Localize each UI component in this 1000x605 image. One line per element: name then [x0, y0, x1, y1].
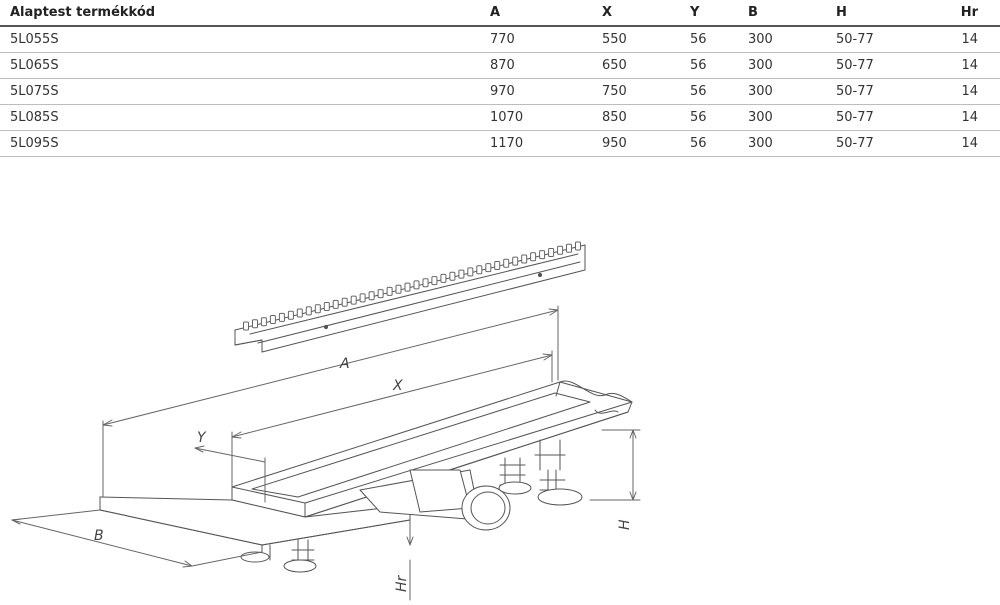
cell-x: 550: [592, 26, 680, 53]
grate-slot: [359, 293, 366, 303]
cell-a: 870: [480, 52, 592, 79]
grate-slot: [332, 299, 339, 309]
cell-a: 970: [480, 78, 592, 105]
table-row: 5L085S 1070 850 56 300 50-77 14: [0, 104, 1000, 131]
cell-h: 50-77: [826, 26, 938, 53]
cell-h: 50-77: [826, 130, 938, 157]
table-row: 5L075S 970 750 56 300 50-77 14: [0, 78, 1000, 105]
cell-y: 56: [680, 78, 738, 105]
grate-slot: [539, 250, 546, 260]
cell-y: 56: [680, 52, 738, 79]
grate-slot: [431, 276, 438, 286]
grate-slot: [422, 278, 429, 288]
grate-slot: [467, 267, 474, 277]
grate-slot: [404, 282, 411, 292]
cell-hr: 14: [938, 52, 1000, 79]
grate-slot: [377, 289, 384, 299]
cell-b: 300: [738, 78, 826, 105]
cell-y: 56: [680, 104, 738, 131]
spec-table: Alaptest termékkód A X Y B H Hr 5L055S 7…: [0, 0, 1000, 157]
grate-slot: [557, 245, 564, 255]
support-legs: [240, 439, 583, 573]
dimension-label-y: Y: [197, 430, 207, 446]
header-hr: Hr: [938, 0, 1000, 27]
header-product-code: Alaptest termékkód: [0, 0, 480, 27]
cell-x: 750: [592, 78, 680, 105]
grate-slot: [485, 263, 492, 273]
drain-channel: [231, 381, 633, 518]
grate-slot: [440, 273, 447, 283]
grate-slot: [494, 261, 501, 270]
cell-h: 50-77: [826, 52, 938, 79]
cell-x: 950: [592, 130, 680, 157]
table-header-row: Alaptest termékkód A X Y B H Hr: [0, 0, 1000, 27]
grate-slot: [305, 306, 312, 316]
grate-slot: [314, 304, 321, 314]
cell-product-code: 5L075S: [0, 78, 480, 105]
grate-slot: [350, 295, 357, 305]
grate-slot: [269, 315, 276, 324]
grate-slot: [323, 302, 330, 311]
cell-y: 56: [680, 130, 738, 157]
grate-slot: [458, 269, 465, 279]
grate-slot: [530, 252, 537, 262]
dimension-label-b: B: [94, 528, 104, 544]
grate-slot: [341, 297, 348, 307]
header-y: Y: [680, 0, 738, 27]
cell-b: 300: [738, 130, 826, 157]
siphon-outlet: [359, 469, 511, 531]
grate-slot: [243, 321, 249, 331]
grate-slot: [566, 243, 572, 253]
cell-hr: 14: [938, 130, 1000, 157]
cell-x: 850: [592, 104, 680, 131]
cell-product-code: 5L065S: [0, 52, 480, 79]
cell-h: 50-77: [826, 104, 938, 131]
cell-a: 1070: [480, 104, 592, 131]
grate-slot: [476, 265, 483, 275]
cell-b: 300: [738, 104, 826, 131]
grate-slot: [548, 248, 555, 257]
dimension-lines: [11, 305, 641, 601]
grate-slot: [449, 271, 456, 281]
header-h: H: [826, 0, 938, 27]
table-row: 5L065S 870 650 56 300 50-77 14: [0, 52, 1000, 79]
cell-h: 50-77: [826, 78, 938, 105]
cell-product-code: 5L095S: [0, 130, 480, 157]
grate-slot: [386, 286, 393, 296]
dimension-label-h: H: [617, 519, 633, 530]
grate-slot: [278, 312, 285, 322]
cell-y: 56: [680, 26, 738, 53]
grate-slot: [575, 241, 581, 251]
cell-b: 300: [738, 52, 826, 79]
grate-slot: [287, 310, 294, 320]
shower-drain-technical-drawing: A X Y B H Hr: [11, 241, 641, 601]
cell-hr: 14: [938, 26, 1000, 53]
cell-b: 300: [738, 26, 826, 53]
header-a: A: [480, 0, 592, 27]
header-x: X: [592, 0, 680, 27]
cell-hr: 14: [938, 104, 1000, 131]
grate-slot: [395, 284, 402, 294]
grate-slot: [512, 256, 519, 266]
cell-a: 1170: [480, 130, 592, 157]
grate-slot: [521, 254, 528, 264]
grate-slot: [260, 317, 267, 327]
dimension-label-hr: Hr: [394, 574, 410, 592]
grate-slot: [368, 291, 375, 301]
cell-product-code: 5L085S: [0, 104, 480, 131]
table-row: 5L055S 770 550 56 300 50-77 14: [0, 26, 1000, 53]
grate-slot: [413, 280, 420, 290]
cell-a: 770: [480, 26, 592, 53]
cell-x: 650: [592, 52, 680, 79]
grate-cover: [234, 241, 586, 353]
grate-slot: [296, 308, 303, 318]
header-b: B: [738, 0, 826, 27]
table-row: 5L095S 1170 950 56 300 50-77 14: [0, 130, 1000, 157]
cell-hr: 14: [938, 78, 1000, 105]
grate-slot: [503, 258, 510, 268]
grate-slot: [252, 319, 258, 329]
cell-product-code: 5L055S: [0, 26, 480, 53]
dimension-label-x: X: [392, 378, 403, 394]
dimension-label-a: A: [339, 356, 350, 372]
